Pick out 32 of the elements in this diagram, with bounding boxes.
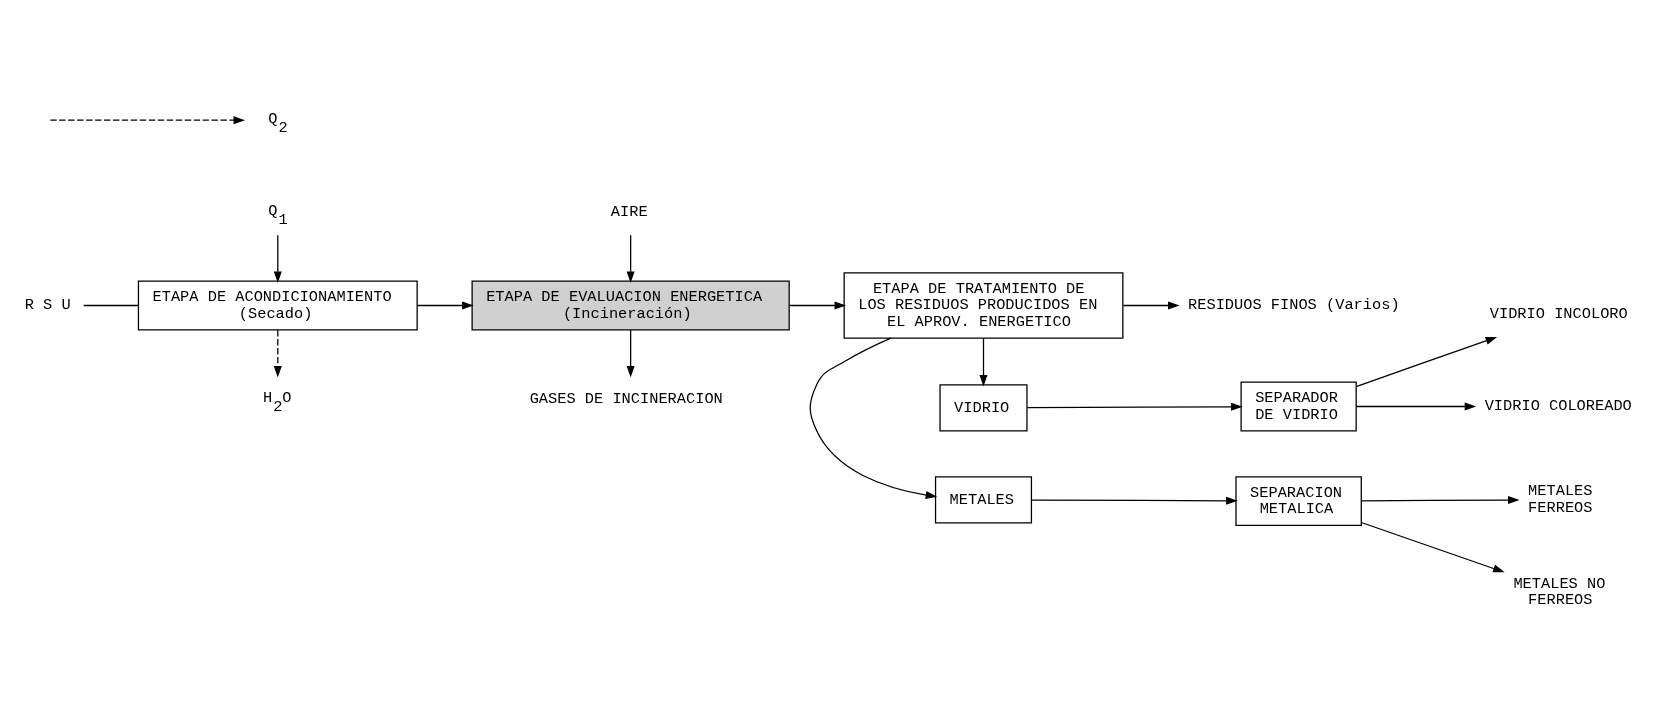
node-box: ETAPA DE ACONDICIONAMIENTO (Secado)	[137, 280, 418, 331]
arrow	[1360, 496, 1520, 505]
node-box: ETAPA DE EVALUACION ENERGETICA (Incineración)	[471, 280, 790, 331]
node-text: R S U	[24, 296, 71, 315]
arrow	[416, 301, 474, 310]
arrow	[626, 329, 635, 378]
node-box: METALES	[934, 476, 1033, 524]
node-box: SEPARACION METALICA	[1235, 476, 1362, 527]
node-box: SEPARADOR DE VIDRIO	[1240, 381, 1357, 432]
node-text: RESIDUOS FINOS (Varios)	[1188, 296, 1400, 315]
node-text: AIRE	[610, 203, 648, 222]
node-text: METALES FERREOS	[1528, 482, 1593, 518]
arrow	[1360, 521, 1505, 573]
node-text: VIDRIO COLOREADO	[1484, 397, 1632, 416]
arrow	[809, 337, 938, 500]
arrow	[49, 116, 246, 125]
arrow	[273, 329, 282, 378]
arrow	[1122, 301, 1180, 310]
node-box: ETAPA DE TRATAMIENTO DE LOS RESIDUOS PRODUCIDOS EN EL APROV. ENERGETICO	[843, 272, 1124, 339]
node-text: VIDRIO INCOLORO	[1489, 305, 1628, 324]
arrow	[1355, 336, 1498, 388]
connector	[83, 304, 139, 307]
arrow	[979, 337, 988, 387]
arrow	[1355, 402, 1477, 411]
arrow	[1026, 402, 1243, 411]
arrow	[789, 301, 847, 310]
node-text: METALES NO FERREOS	[1513, 574, 1606, 610]
arrow	[1030, 496, 1238, 505]
arrow	[273, 234, 282, 283]
node-box: VIDRIO	[939, 384, 1028, 432]
node-text: GASES DE INCINERACION	[529, 389, 723, 408]
arrow	[626, 234, 635, 283]
